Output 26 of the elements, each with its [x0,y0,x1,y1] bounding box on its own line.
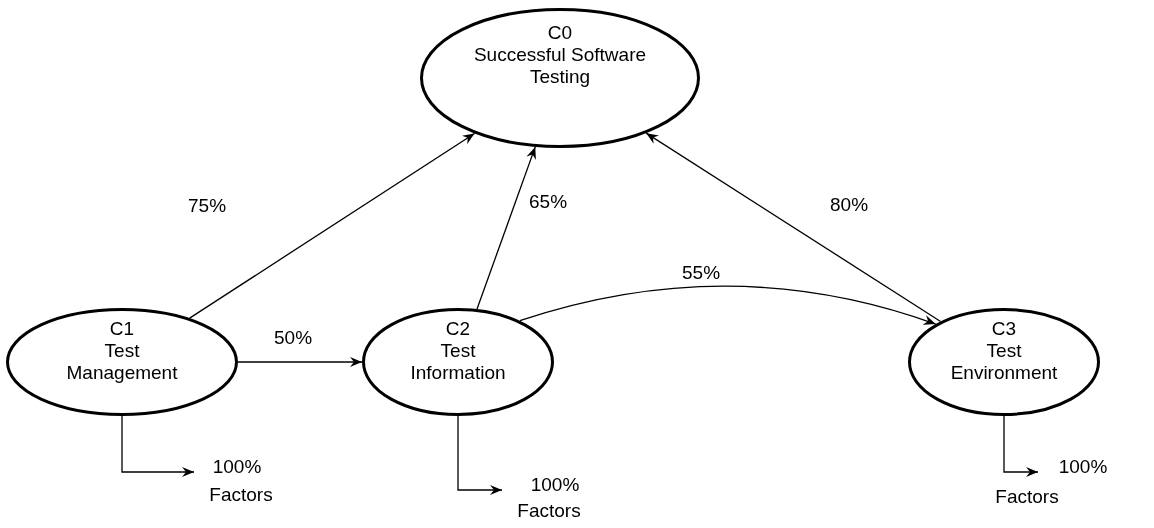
factors-label: Factors [516,500,582,522]
percentage-label: 100% [211,456,263,478]
node-id: C0 [546,22,574,44]
arrow [519,285,937,325]
arrow [237,357,363,367]
arrow [1003,415,1039,477]
arrow [645,132,942,323]
node-label: Test Information [409,340,507,384]
factors-label: Factors [994,486,1060,508]
arrow [121,415,195,477]
node-id: C3 [990,318,1018,340]
node-label: Test Environment [949,340,1059,384]
arrow [476,146,536,310]
ellipse-node [362,308,554,416]
ellipse-node [6,308,238,416]
node-id: C1 [108,318,136,340]
ellipse-node [908,308,1100,416]
node-id: C2 [444,318,472,340]
ellipse-node [420,8,700,148]
percentage-label: 100% [1057,456,1109,478]
arrow [457,415,503,495]
node-label: Test Management [66,340,178,384]
factors-label: Factors [208,484,274,506]
node-label: Successful Software Testing [472,44,648,88]
arrow [189,132,476,319]
percentage-label: 100% [529,474,581,496]
